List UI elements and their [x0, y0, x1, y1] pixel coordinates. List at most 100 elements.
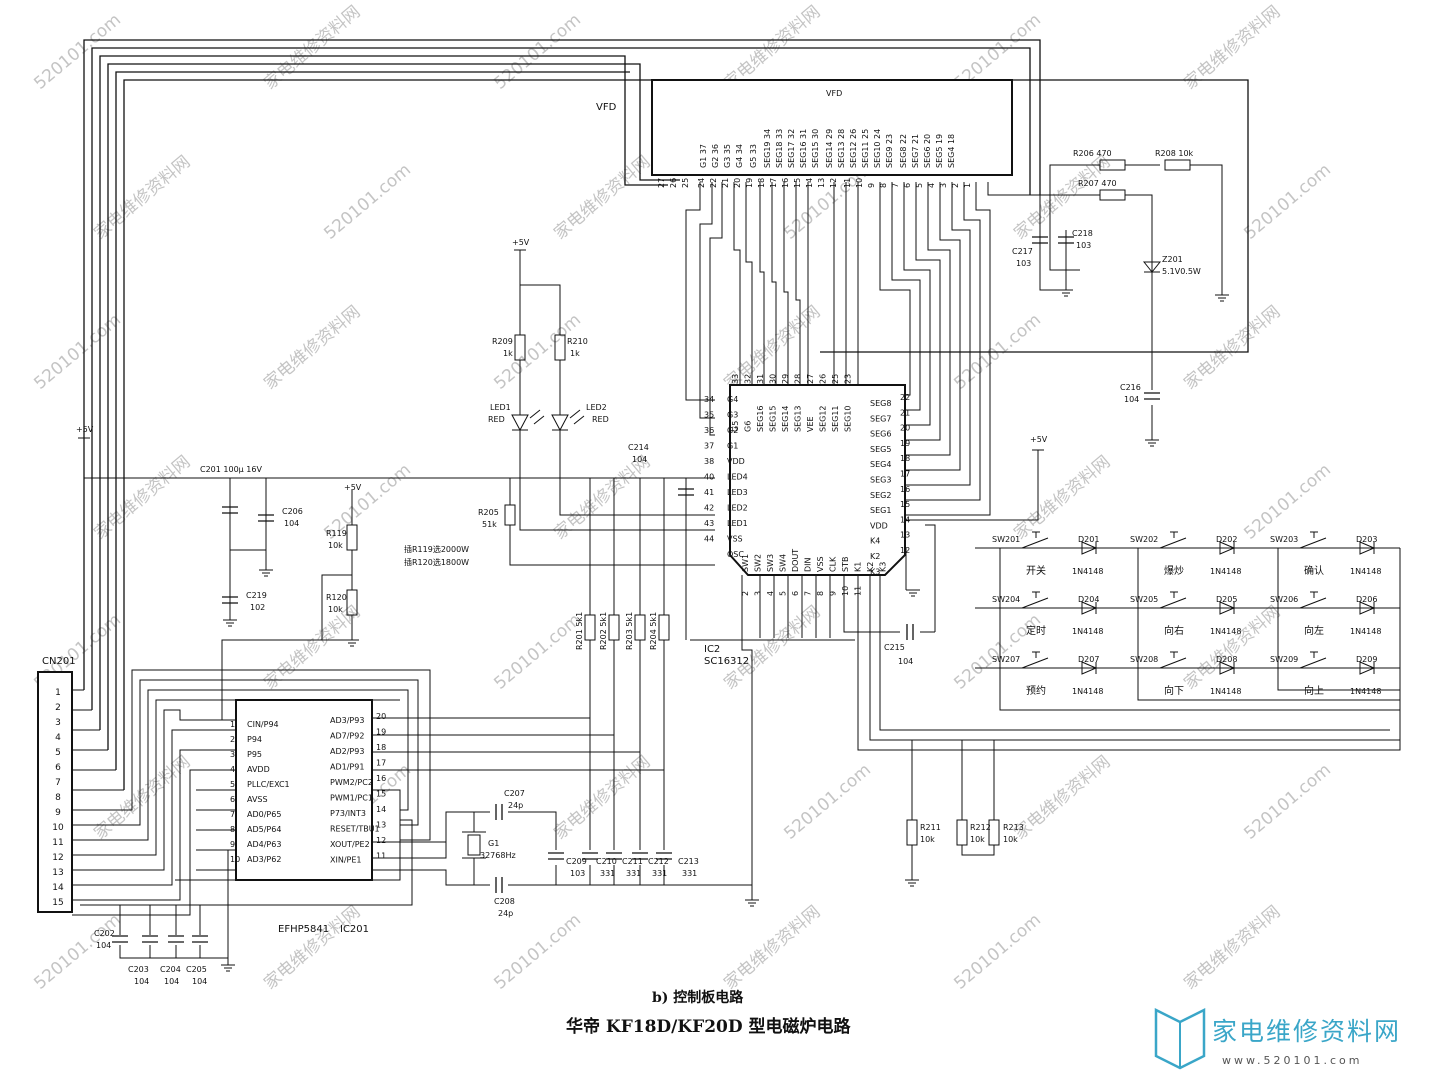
vfd-pin-label: G4 34 [735, 144, 744, 168]
vfd-pin-number: 22 [709, 178, 718, 188]
watermark-text-38: 520101.com [490, 910, 585, 994]
diode-ref: D203 [1356, 535, 1377, 544]
ic201-right-pin-name: PWM2/PC2 [330, 778, 373, 787]
ic2-left-pin-number: 40 [704, 473, 714, 482]
watermark-text-10: 家电维修资料网 [1010, 152, 1114, 244]
vcc-label-keys: +5V [1030, 435, 1048, 444]
r205-val: 51k [482, 520, 497, 529]
r203-label: R203 5k1 [625, 612, 634, 650]
switch-function-label: 确认 [1304, 564, 1324, 577]
ground-symbol-9 [345, 639, 359, 647]
ic2-bottom-pin-name: DIN [804, 557, 813, 572]
c206-ref: C206 [282, 507, 303, 516]
ic201-left-pin-name: CIN/P94 [247, 720, 279, 729]
cn201-pin-number: 3 [55, 718, 61, 728]
ic2-right-pin-number: 19 [900, 439, 910, 448]
ic201-right-pin-name: RESET/TBU1 [330, 825, 380, 834]
vfd-pin-number: 13 [817, 178, 826, 188]
switch-contact [1299, 531, 1327, 549]
vfd-pin-number: 16 [781, 178, 790, 188]
c202-val: 104 [96, 941, 111, 950]
r211-ref: R211 [920, 823, 941, 832]
ic2-bottom-pin-name: K1 [854, 562, 863, 572]
ic2-bottom-pin-number: 11 [854, 586, 863, 596]
diode-part: 1N4148 [1210, 567, 1241, 576]
ic2-bottom-pin-number: 4 [766, 591, 775, 596]
ic2-bottom-pin-number: 6 [791, 591, 800, 596]
key-matrix: SW201开关D2011N4148SW202爆炒D2021N4148SW203确… [992, 531, 1381, 697]
ic201-left-pin-number: 8 [230, 825, 235, 834]
watermark-text-40: 520101.com [950, 910, 1045, 994]
capacitor-symbol-3 [678, 488, 694, 496]
vfd-pin-number: 17 [769, 178, 778, 188]
leds: LED1 RED LED2 RED [488, 403, 609, 432]
ic2-bottom-pin-name: K2 [866, 562, 875, 572]
vfd-pin-number: 20 [733, 178, 742, 188]
ic2-right-pin-name: K4 [870, 537, 880, 546]
switch-ref: SW203 [1270, 535, 1298, 544]
ground-symbol-4 [1215, 294, 1229, 302]
diode-ref: D202 [1216, 535, 1237, 544]
ic2-top-pin-name: SEG12 [819, 405, 828, 432]
ic201-right-pin-number: 12 [376, 836, 386, 845]
cn201-pin-number: 2 [55, 703, 61, 713]
ic2-left-pin-number: 37 [704, 442, 714, 451]
ic2-top-pin-number: 33 [731, 374, 740, 384]
ic201-part: EFHP5841 [278, 924, 329, 935]
capacitor-symbol-6 [1144, 392, 1160, 400]
vfd-pin-number: 8 [879, 183, 888, 188]
ic2-bottom-pin-name: VSS [816, 556, 825, 572]
ic201-left-pin-number: 3 [230, 750, 235, 759]
watermark-text-2: 520101.com [490, 10, 585, 94]
r204-label: R204 5k1 [649, 612, 658, 650]
ic2-bottom-pin-number: 3 [754, 591, 763, 596]
ic2-left-pin-number: 36 [704, 426, 714, 435]
capacitor-symbol-7 [548, 852, 564, 860]
vfd-pin-number: 26 [669, 178, 678, 188]
c217-val: 103 [1016, 259, 1031, 268]
diode-symbol [1219, 541, 1236, 555]
vfd-pin-label: G5 33 [749, 144, 758, 168]
g1-ref: G1 [488, 839, 499, 848]
ic2-ref: IC2 [704, 644, 720, 655]
diode-part: 1N4148 [1350, 627, 1381, 636]
capacitor-symbol-2 [222, 596, 238, 604]
cn201-pin-number: 13 [52, 868, 63, 878]
capacitor-symbol-14 [168, 935, 184, 943]
diode-symbol [1359, 661, 1376, 675]
ic2-left-pin-number: 41 [704, 488, 714, 497]
switch-contact [1159, 531, 1187, 549]
diode-part: 1N4148 [1072, 567, 1103, 576]
ground-symbol-7 [905, 879, 919, 887]
cn201-pin-number: 15 [52, 898, 63, 908]
ic201-right-pin-number: 20 [376, 712, 386, 721]
ic2-left-pin-number: 44 [704, 535, 714, 544]
cn201-label: CN201 [42, 656, 76, 667]
ic201-left-pin-name: AVDD [247, 765, 270, 774]
capacitor-symbol-h-0 [495, 804, 503, 820]
site-logo: 家电维修资料网 www.520101.com [1154, 1007, 1399, 1070]
ic2-right-pin-name: SEG6 [870, 430, 891, 439]
vfd-pin-number: 10 [855, 178, 864, 188]
vfd-pin-label: SEG13 28 [837, 129, 846, 168]
vfd-pin-number: 6 [903, 183, 912, 188]
switch-function-label: 定时 [1026, 624, 1046, 637]
r208-label: R208 10k [1155, 149, 1194, 158]
r209-val: 1k [503, 349, 513, 358]
c201-label: C201 100μ 16V [200, 465, 262, 474]
watermark-text-13: 家电维修资料网 [260, 302, 364, 394]
ic2-top-pin-number: 31 [756, 374, 765, 384]
ic2-bottom-pin-name: SW3 [766, 554, 775, 572]
ic2-bottom-pin-name: SW2 [754, 554, 763, 572]
ic2-bottom-pin-number: 2 [741, 591, 750, 596]
diode-symbol [1081, 541, 1098, 555]
ic2-bottom-pin-name: K3 [879, 562, 888, 572]
power-symbols: +5V +5V +5V +5V [76, 238, 1048, 492]
vfd-pin-label: G3 35 [723, 144, 732, 168]
capacitor-symbol-13 [142, 935, 158, 943]
